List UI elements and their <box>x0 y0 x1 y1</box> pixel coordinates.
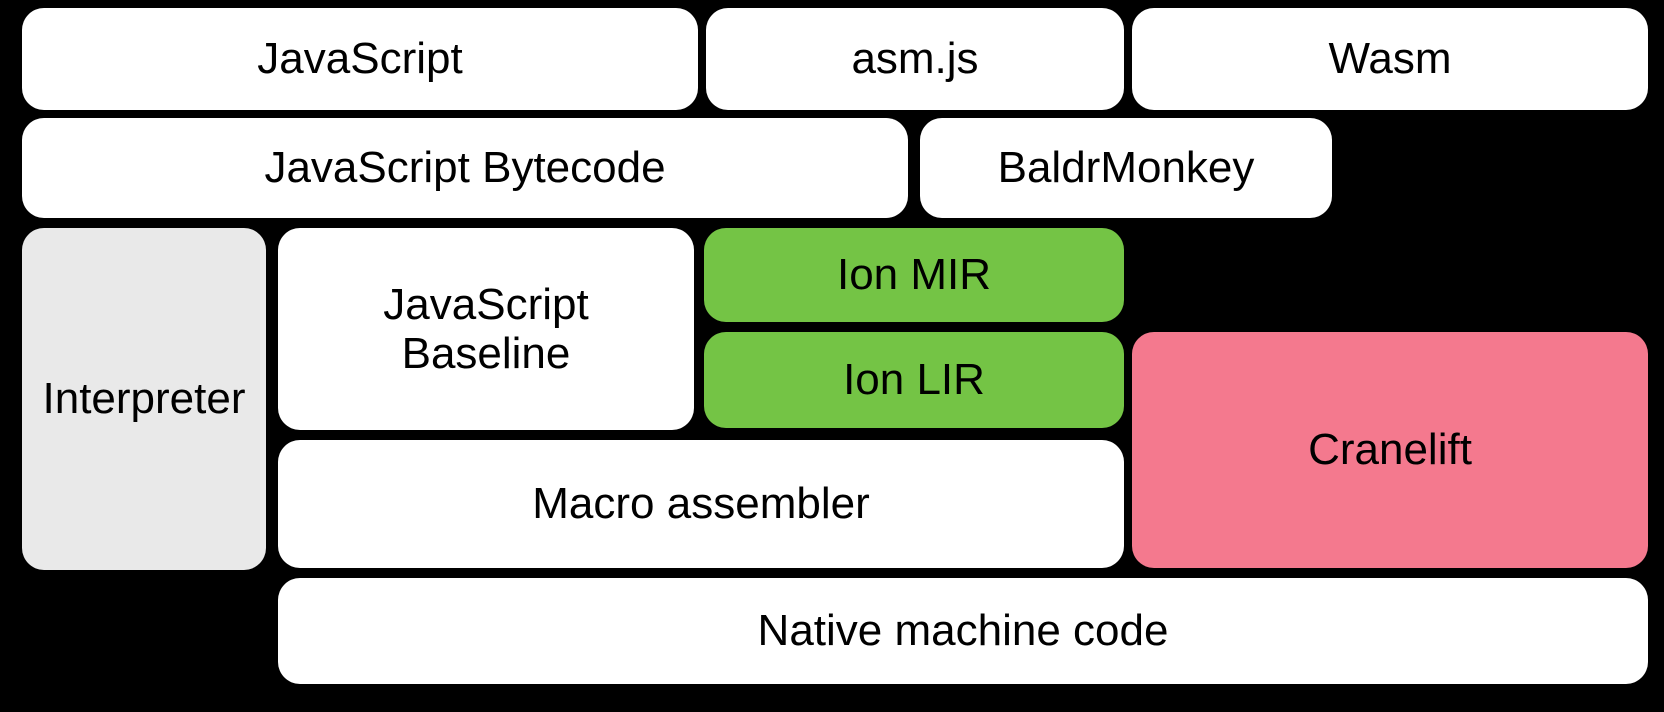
node-javascript-bytecode[interactable]: JavaScript Bytecode <box>22 118 908 218</box>
node-asmjs[interactable]: asm.js <box>706 8 1124 110</box>
node-javascript[interactable]: JavaScript <box>22 8 698 110</box>
node-macro-assembler[interactable]: Macro assembler <box>278 440 1124 568</box>
node-native-machine-code[interactable]: Native machine code <box>278 578 1648 684</box>
node-ion-mir[interactable]: Ion MIR <box>704 228 1124 322</box>
node-cranelift[interactable]: Cranelift <box>1132 332 1648 568</box>
node-interpreter[interactable]: Interpreter <box>22 228 266 570</box>
node-javascript-baseline[interactable]: JavaScript Baseline <box>278 228 694 430</box>
node-wasm[interactable]: Wasm <box>1132 8 1648 110</box>
node-baldrmonkey[interactable]: BaldrMonkey <box>920 118 1332 218</box>
node-ion-lir[interactable]: Ion LIR <box>704 332 1124 428</box>
